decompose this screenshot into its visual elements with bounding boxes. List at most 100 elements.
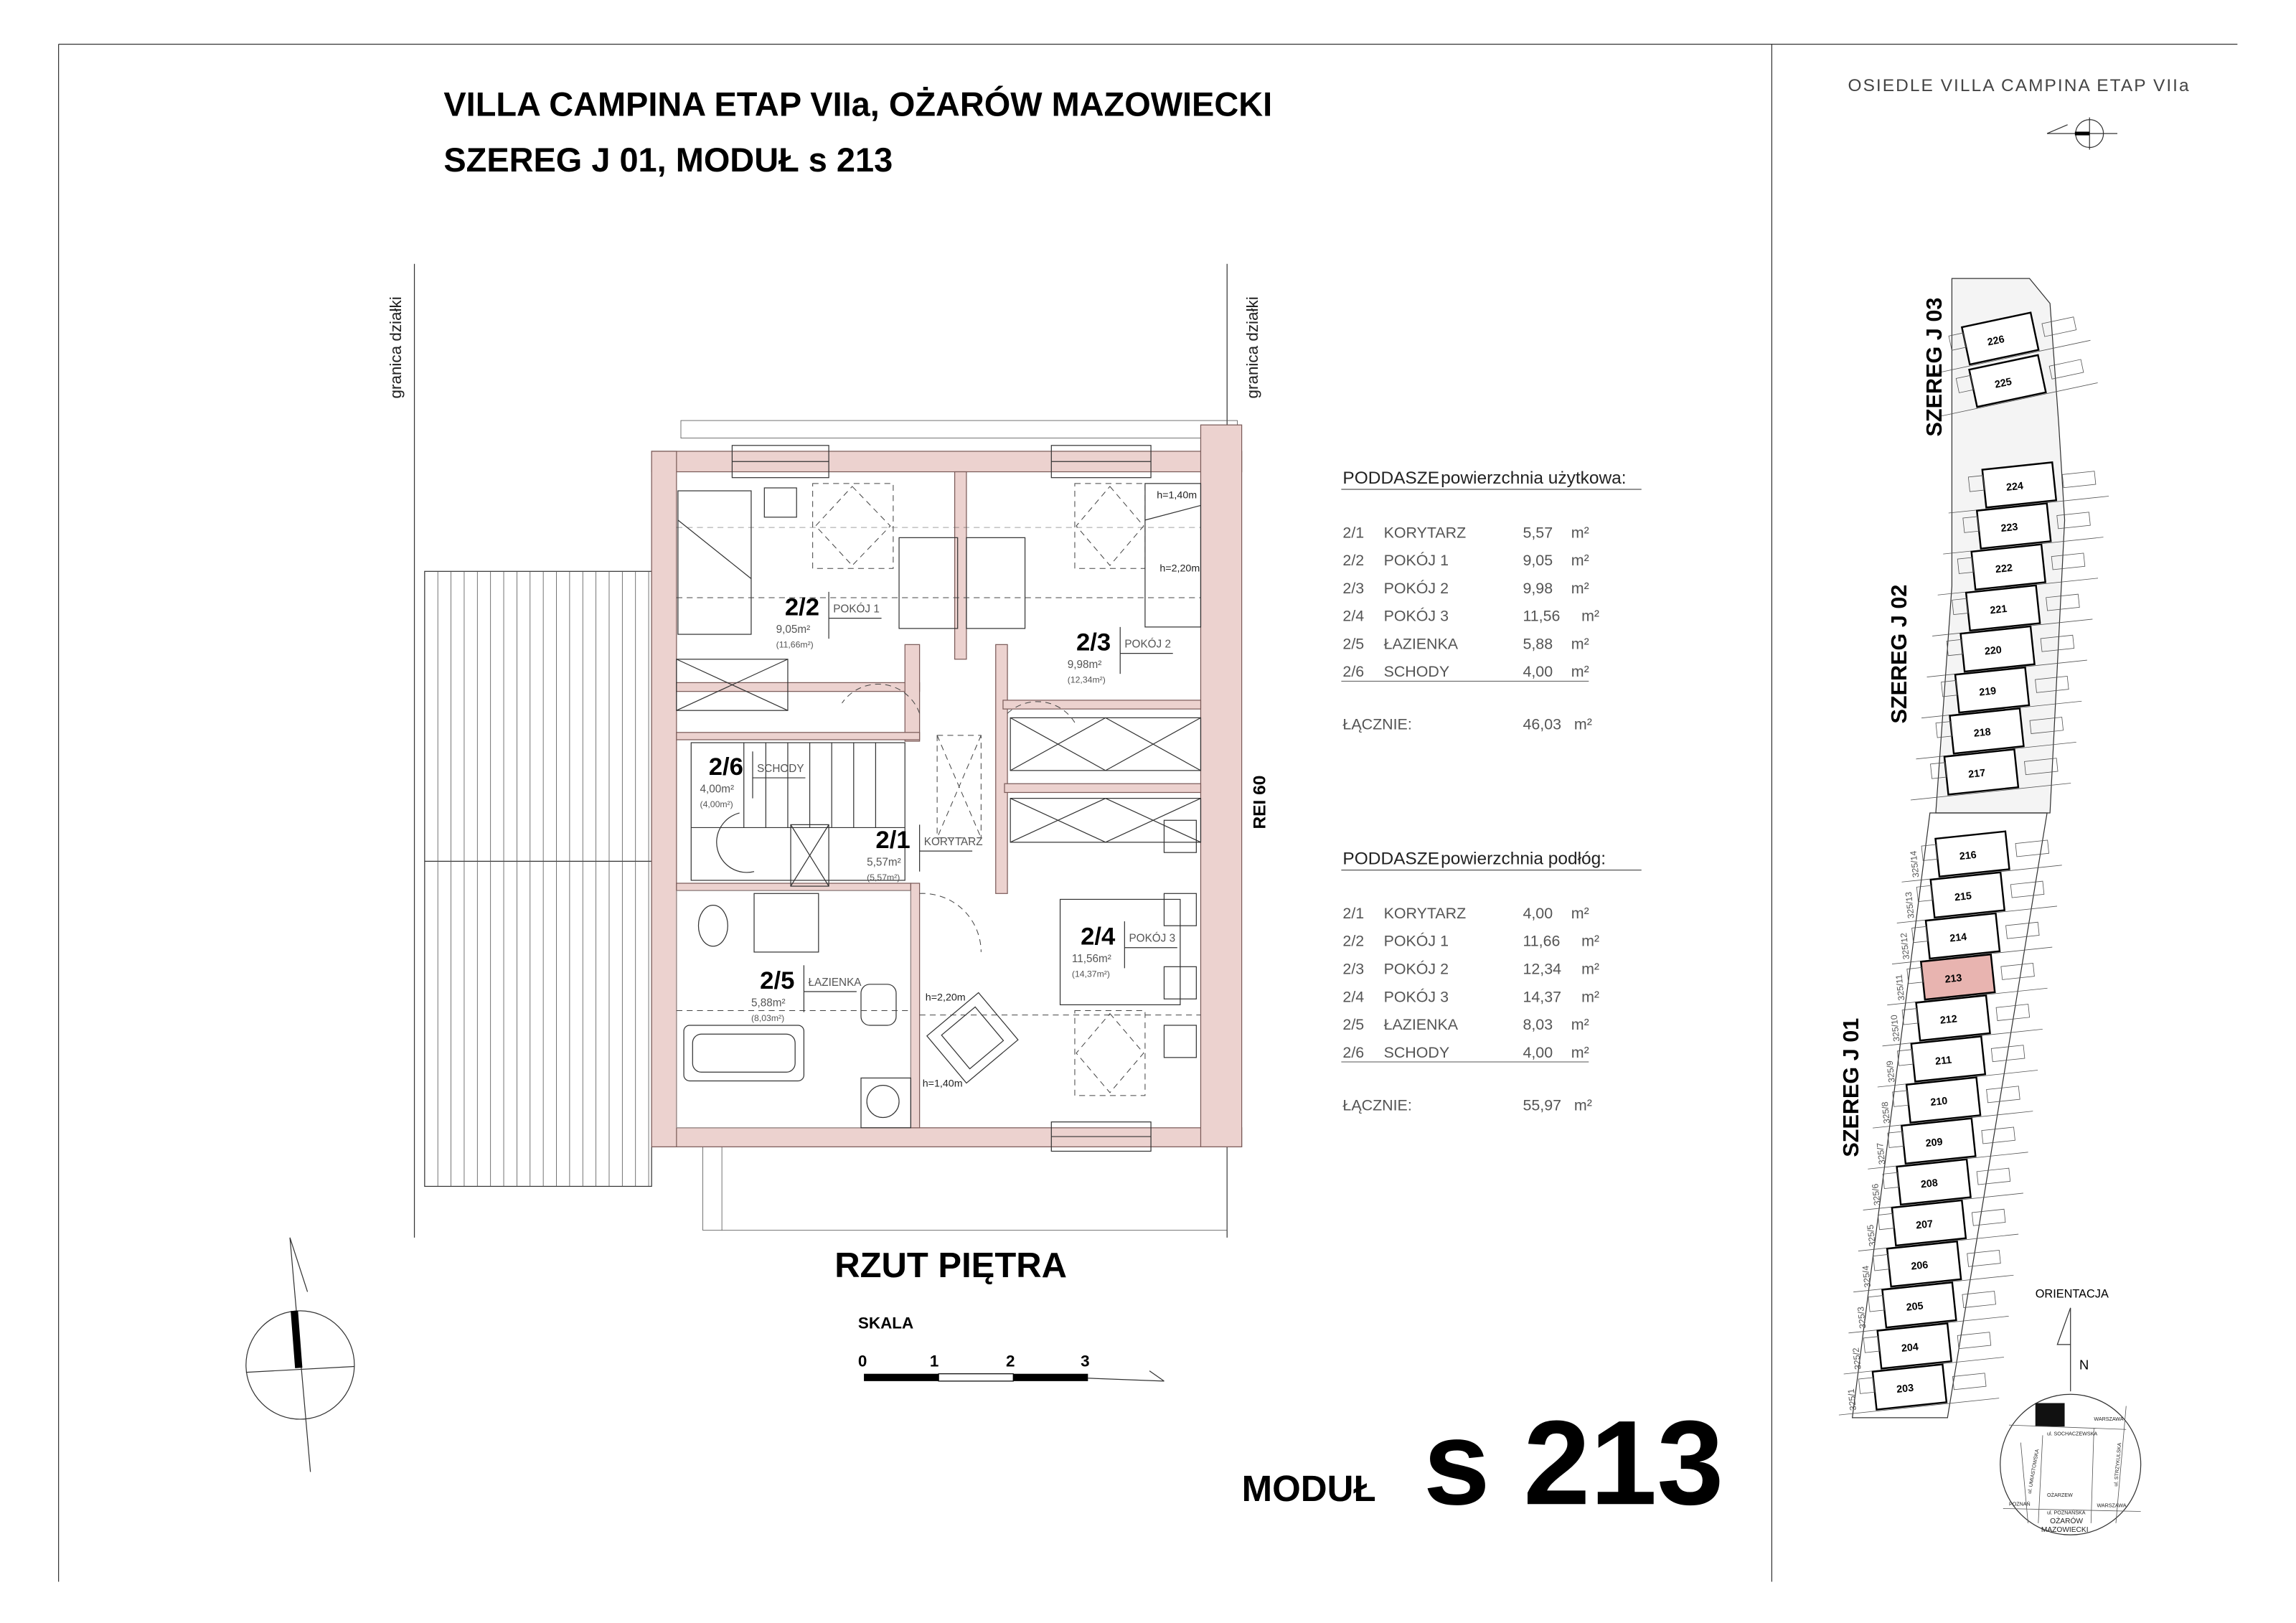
row-unit: m² [1581, 608, 1599, 625]
module-number: 211 [1934, 1055, 1952, 1068]
plot-number: 325/13 [1904, 891, 1916, 919]
total-value: 55,97 [1523, 1096, 1561, 1114]
room-name: SCHODY [757, 763, 804, 775]
module-221: 221 [1932, 584, 2093, 636]
module-217: 217 [1910, 748, 2071, 801]
module-number: 206 [1911, 1259, 1929, 1272]
module-219: 219 [1921, 666, 2082, 719]
row-unit: m² [1571, 580, 1589, 597]
room-floor-area: (11,66m²) [776, 639, 814, 649]
row-value: 14,37 [1523, 988, 1561, 1005]
washing-machine-icon [866, 1085, 900, 1119]
row-number: 2/6 [1342, 1044, 1364, 1061]
row-unit: m² [1571, 1044, 1589, 1061]
row-value: 11,56 [1523, 608, 1560, 625]
row-unit: m² [1571, 905, 1589, 922]
room-area: 9,05m² [776, 624, 811, 636]
wardrobe-icon [676, 659, 789, 711]
table-heading-bold: PODDASZE [1342, 849, 1439, 868]
map-label: ul. POZNAŃSKA [2047, 1510, 2086, 1516]
module-number: 224 [2005, 480, 2023, 493]
height-note: h=2,20m [926, 992, 966, 1003]
room-number: 2/6 [709, 753, 743, 781]
row-number: 2/2 [1342, 552, 1364, 569]
plot-number: 325/6 [1870, 1183, 1882, 1206]
height-note: h=2,20m [1159, 563, 1200, 574]
module-218: 218 [1916, 707, 2076, 760]
bed-icon [1144, 483, 1202, 628]
module-number: 218 [1973, 726, 1991, 739]
room-area: 9,98m² [1068, 659, 1102, 671]
terrace [424, 570, 652, 1187]
row-name: ŁAZIENKA [1384, 635, 1459, 652]
row-value: 5,88 [1523, 635, 1553, 652]
module-222: 222 [1937, 543, 2098, 596]
orientation-label: ORIENTACJA [2036, 1288, 2109, 1301]
map-label: WARSZAWA [2097, 1502, 2126, 1508]
row-unit: m² [1571, 663, 1589, 680]
row-name: ŁAZIENKA [1384, 1016, 1459, 1033]
plot-number: 325/12 [1899, 932, 1911, 960]
row-value: 12,34 [1523, 961, 1561, 978]
total-value: 46,03 [1523, 716, 1561, 733]
row-value: 4,00 [1523, 663, 1553, 680]
row-unit: m² [1571, 552, 1589, 569]
plot-number: 325/11 [1893, 974, 1906, 1001]
total-label: ŁĄCZNIE: [1342, 716, 1411, 733]
room-label: 2/1 KORYTARZ 5,57m² (5,57m²) [867, 824, 983, 883]
row-number: 2/1 [1342, 524, 1364, 541]
sink-icon [753, 893, 819, 953]
room-name: KORYTARZ [924, 836, 983, 848]
room-area: 5,57m² [867, 857, 901, 869]
furniture [676, 483, 1202, 1129]
sheet-frame [58, 44, 2238, 1582]
room-number: 2/2 [785, 594, 819, 621]
orientation-map: ORIENTACJA N ul. SOCHACZEWSKA WARSZAWA u… [2000, 1288, 2142, 1535]
row-number: 2/3 [1342, 580, 1364, 597]
room-number: 2/1 [875, 827, 910, 854]
module-number: 207 [1915, 1218, 1933, 1231]
plot-number: 325/14 [1909, 850, 1921, 878]
section-marker-icon [2046, 117, 2118, 150]
height-note: h=1,40m [923, 1078, 963, 1090]
row-name: KORYTARZ [1384, 524, 1467, 541]
row-name: POKÓJ 2 [1384, 579, 1449, 597]
row-number: 2/3 [1342, 961, 1364, 978]
total-unit: m² [1574, 716, 1592, 733]
row-label: SZEREG J 02 [1887, 585, 1911, 724]
scale-tick: 3 [1081, 1352, 1089, 1370]
room-name: POKÓJ 3 [1129, 933, 1175, 945]
map-label: OŻARZEW [2047, 1492, 2073, 1498]
module-number: 221 [1990, 603, 2008, 616]
room-area: 5,88m² [751, 997, 786, 1009]
armchair-icon [926, 992, 1019, 1084]
room-number: 2/4 [1081, 923, 1116, 951]
row-name: POKÓJ 3 [1384, 987, 1449, 1005]
room-floor-area: (12,34m²) [1068, 674, 1106, 685]
site-panel-title: OSIEDLE VILLA CAMPINA ETAP VIIa [1848, 76, 2191, 95]
wardrobe-icon [1010, 717, 1202, 771]
room-name: POKÓJ 2 [1124, 638, 1171, 650]
scale-tick: 2 [1006, 1352, 1015, 1370]
plot-number: 325/2 [1850, 1347, 1863, 1370]
map-label: MAZOWIECKI [2041, 1526, 2089, 1534]
module-225: 225 [1940, 354, 2098, 417]
module-number: 213 [1944, 972, 1962, 985]
row-number: 2/4 [1342, 608, 1364, 625]
room-floor-area: (5,57m²) [867, 872, 900, 883]
